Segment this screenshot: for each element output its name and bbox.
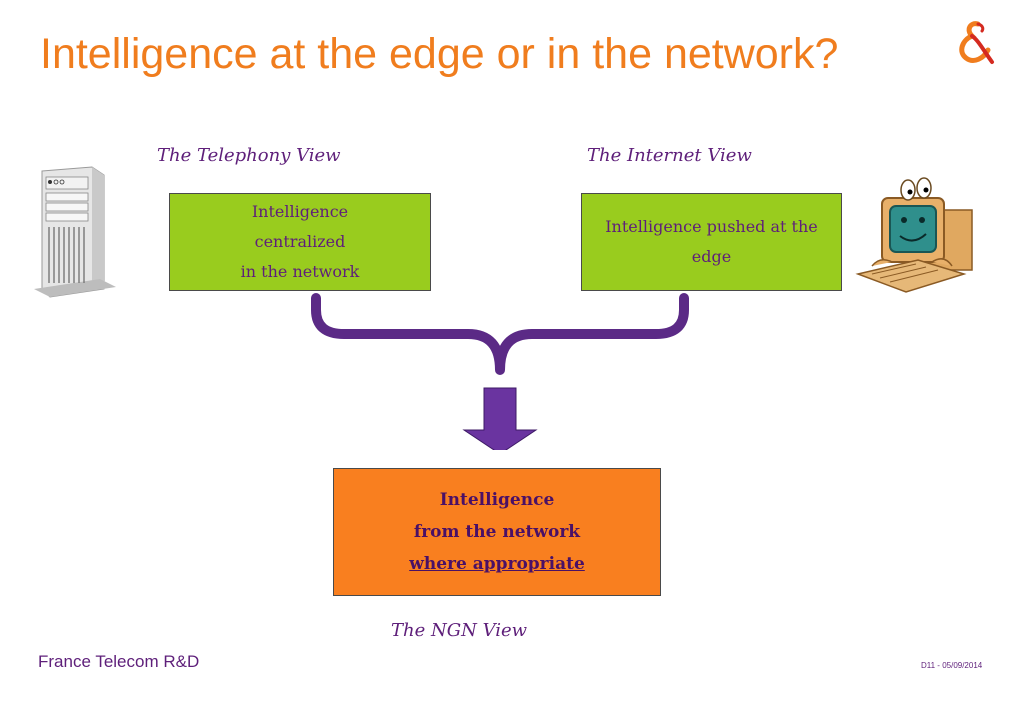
down-arrow-icon xyxy=(462,387,538,450)
france-telecom-logo-icon xyxy=(959,21,994,64)
internet-view-label: The Internet View xyxy=(587,145,752,166)
ngn-view-box: Intelligence from the network where appr… xyxy=(333,468,661,596)
footer-slide-ref: D11 - 05/09/2014 xyxy=(921,661,983,670)
internet-line-1: Intelligence pushed at the xyxy=(605,217,818,236)
ngn-view-label: The NGN View xyxy=(391,620,528,641)
telephony-line-2: centralized xyxy=(254,232,346,251)
merge-connector xyxy=(311,293,689,450)
internet-line-2: edge xyxy=(691,247,732,266)
server-icon xyxy=(34,166,116,298)
telephony-line-1: Intelligence xyxy=(251,202,349,221)
telephony-view-label: The Telephony View xyxy=(157,145,341,166)
page-title: Intelligence at the edge or in the netwo… xyxy=(40,30,839,78)
telephony-view-box: Intelligence centralized in the network xyxy=(169,193,431,291)
telephony-line-3: in the network xyxy=(240,262,360,281)
ngn-line-3: where appropriate xyxy=(409,554,585,574)
internet-view-box: Intelligence pushed at the edge xyxy=(581,193,842,291)
footer-company: France Telecom R&D xyxy=(38,652,200,671)
ngn-line-1: Intelligence xyxy=(439,490,555,510)
computer-character-icon xyxy=(855,177,973,293)
ngn-line-2: from the network xyxy=(413,522,581,542)
